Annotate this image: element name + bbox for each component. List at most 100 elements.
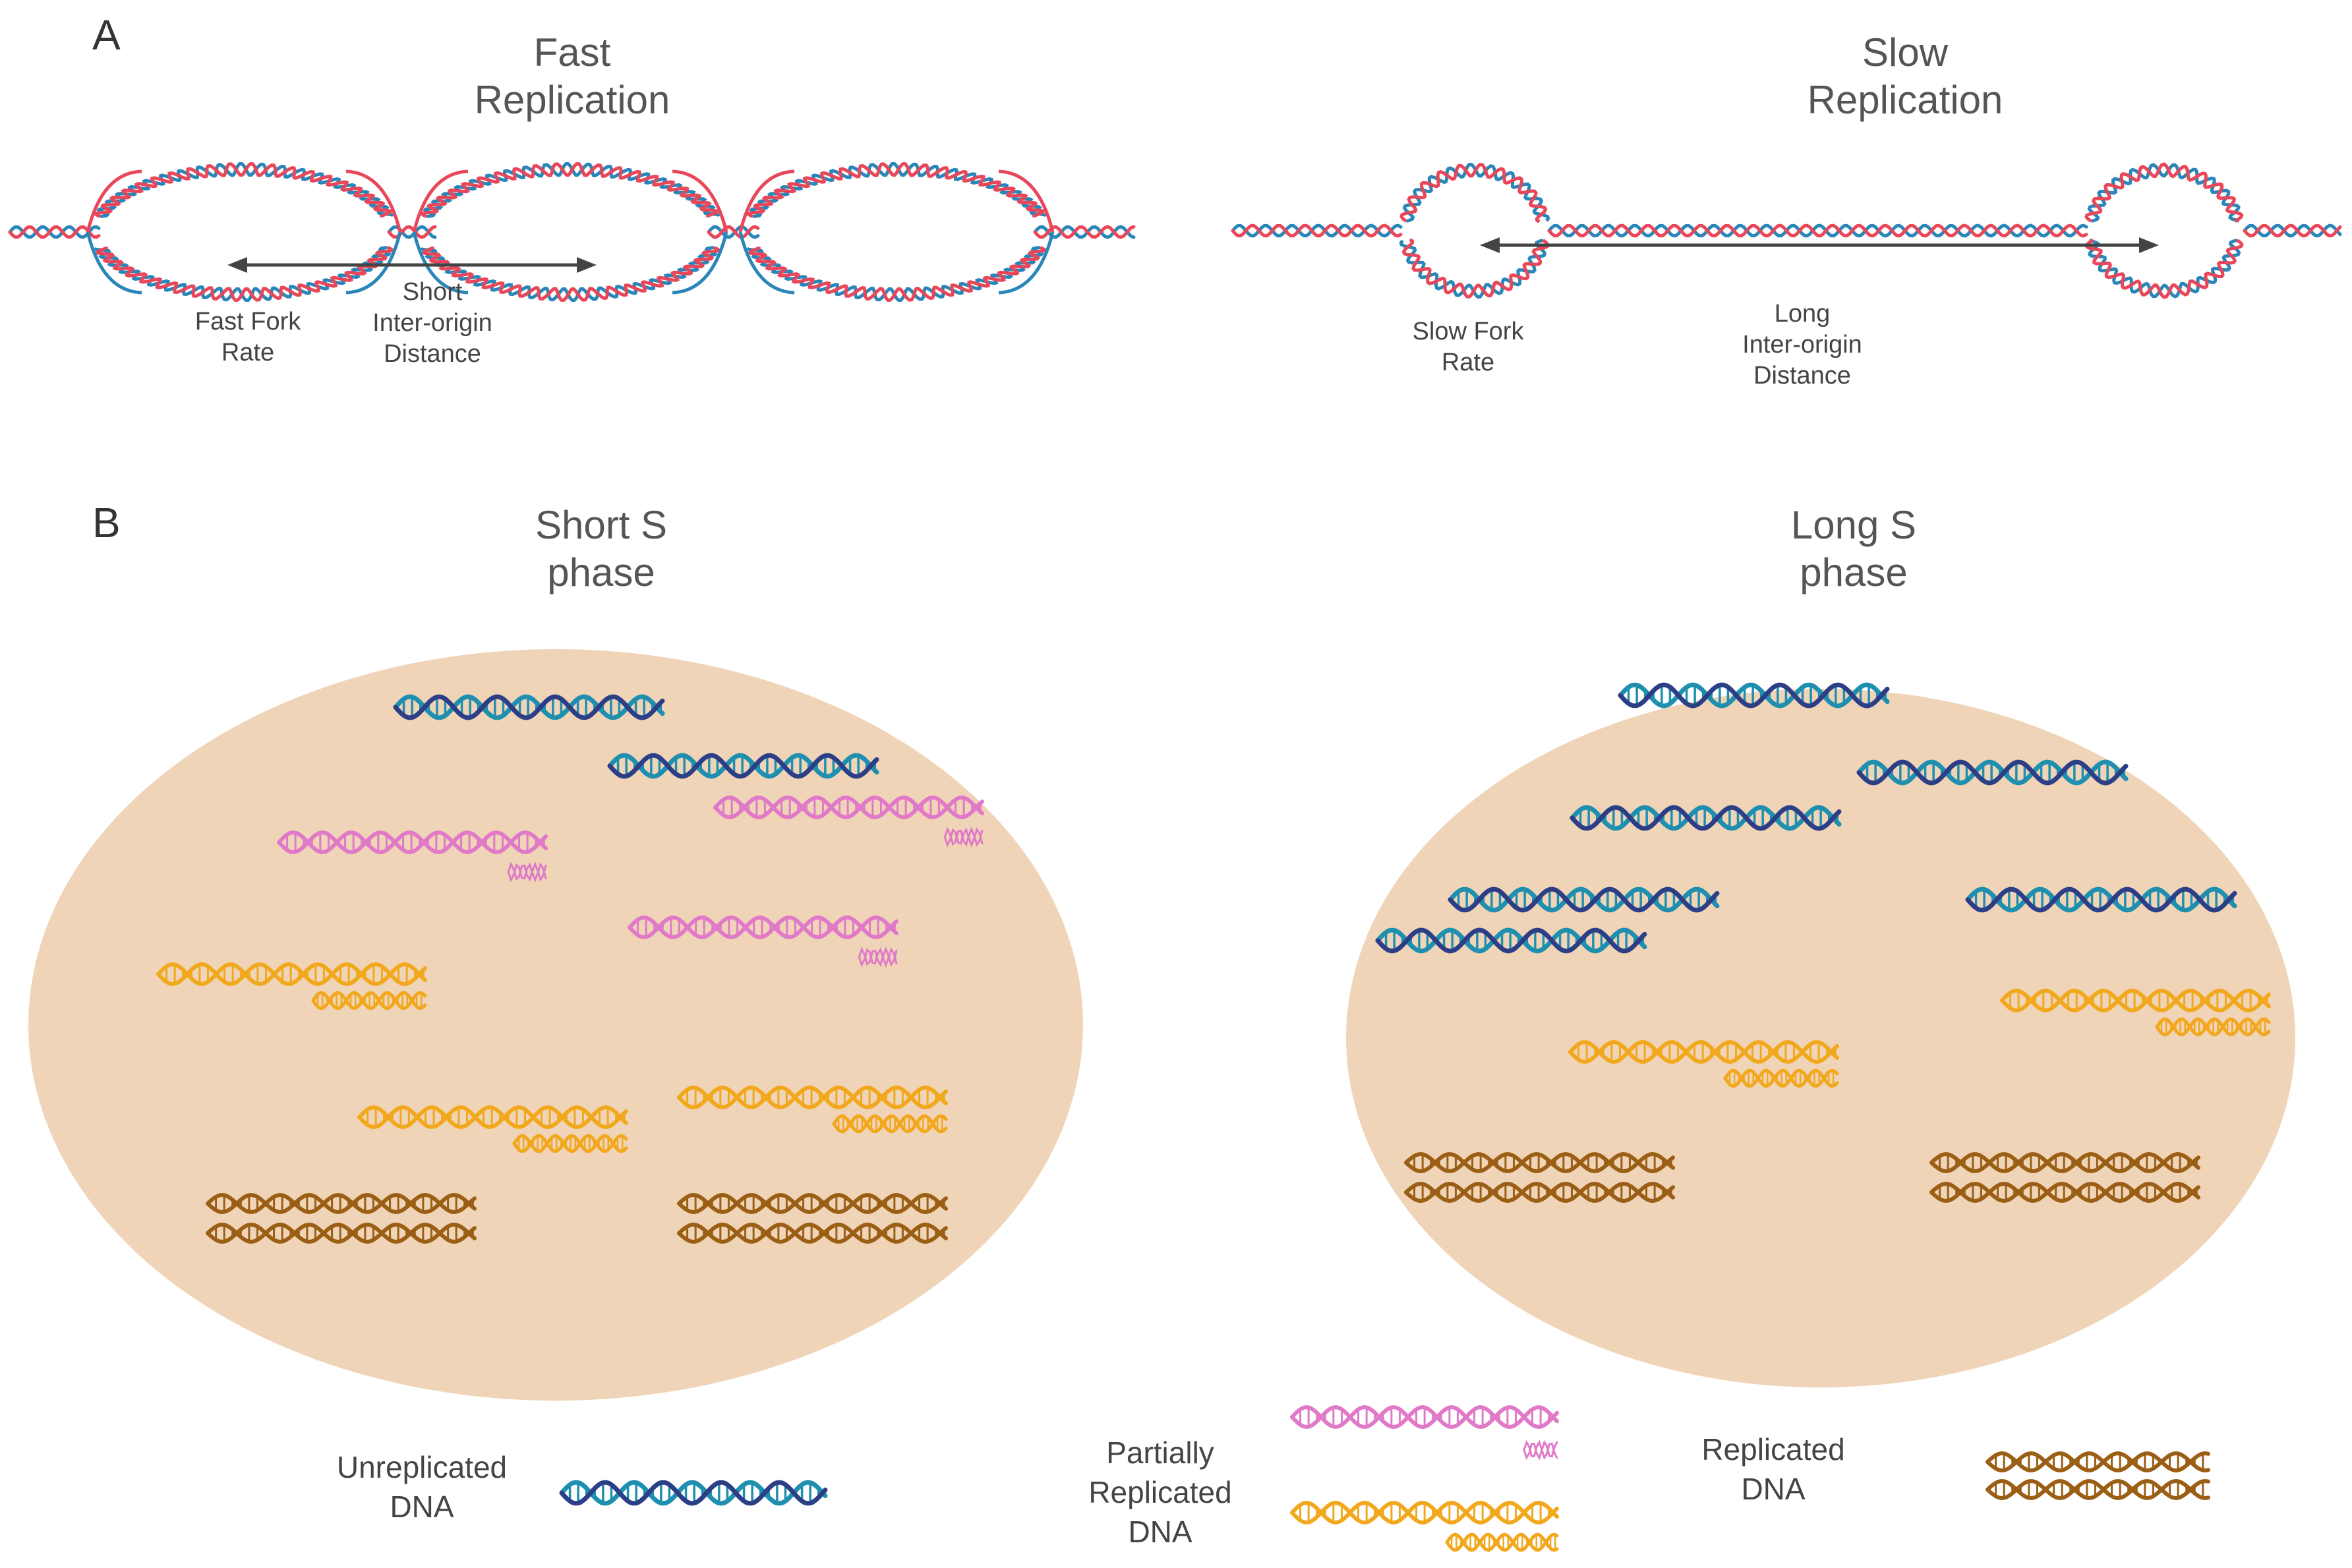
slow-unreplicated-segment [2243,223,2342,238]
partially-replicated-dna-orange-branch [1723,1068,1839,1088]
legend-partial-label-line3: DNA [1128,1515,1192,1549]
fast-unreplicated-segment [1033,225,1136,239]
fast-fork-rate-label-line1: Fast Fork [195,308,301,335]
partially-replicated-dna-pink [628,915,898,968]
replicated-copy-1 [677,1192,948,1215]
fast-junction-segment [707,225,760,239]
replicated-copy-2 [1929,1181,2200,1204]
short-s-phase-nucleus [28,649,1083,1401]
fast-fork-strand [998,231,1055,295]
fast-bubble-bottom [746,246,1047,303]
slow-bubble-bottom [2084,238,2244,299]
slow-unreplicated-segment [1547,223,2088,238]
legend-dna-samples [559,1405,2210,1552]
panel-b-letter: B [92,499,121,546]
partial-pink-branch [943,826,984,848]
unreplicated-dna [1570,805,1842,831]
fast-unreplicated-segment [8,225,101,239]
fast-fork-strand [672,231,728,295]
slow-fork-rate-label-line1: Slow Fork [1413,318,1525,345]
slow-bubble-bottom [1399,238,1550,299]
partially-replicated-dna-orange-branch [512,1134,628,1153]
partially-replicated-dna-orange [2000,988,2271,1037]
fast-fork-rate-label-line2: Rate [221,339,274,366]
legend-unreplicated-label-line2: DNA [390,1490,454,1524]
fast-fork-strand [412,169,469,233]
partial-pink-main [713,795,984,820]
partial-pink-branch [507,861,547,883]
replicated-dna [1929,1151,2200,1204]
replicated-copy-1 [206,1192,477,1215]
unreplicated-dna [393,694,665,720]
short-distance-label-line3: Distance [384,340,481,368]
slow-bubble-top [1399,162,1550,223]
long-distance-label-line2: Inter-origin [1742,331,1862,359]
unreplicated-dna [1856,759,2129,786]
partially-replicated-dna-orange-branch [832,1114,948,1134]
fast-bubble-bottom [93,246,395,303]
fast-replication-title-line2: Replication [475,78,670,122]
partially-replicated-dna-orange-main [1568,1039,1839,1064]
long-s-phase-title-line1: Long S [1791,503,1916,547]
legend-unreplicated-dna [559,1480,828,1506]
nucleus-dna-molecules [156,682,2271,1244]
fast-junction-segment [387,225,437,239]
legend-partial-label-line1: Partially [1106,1436,1214,1470]
fast-bubble-top [419,161,721,218]
unreplicated-dna [1618,682,1890,709]
partial-pink-main [277,830,548,855]
long-s-phase-nucleus [1346,689,2295,1387]
replicated-copy-2 [677,1222,948,1244]
legend-replicated-label-line1: Replicated [1701,1432,1844,1466]
partial-pink-main [628,915,898,940]
fast-replication-title-line1: Fast [534,30,611,74]
fast-bubble-top [746,161,1047,218]
replicated-dna [206,1192,477,1244]
partially-replicated-dna-orange-main [2000,988,2271,1013]
replicated-copy-1 [1929,1151,2200,1174]
short-s-phase-title-line2: phase [547,550,655,595]
unreplicated-dna [1375,927,1647,954]
legend-unreplicated-label-line1: Unreplicated [337,1450,507,1484]
short-distance-label-line1: Short [403,278,463,306]
panel-a-letter: A [92,11,121,59]
fast-bubble-top [93,161,395,218]
slow-replication-title-line1: Slow [1862,30,1949,74]
legend-partial-orange-branch [1445,1532,1559,1552]
long-s-phase-title-line2: phase [1800,550,1907,595]
slow-replication-dna [1231,162,2342,299]
legend-partial-dna-pink [1290,1405,1559,1461]
partially-replicated-dna-orange-branch [311,991,427,1010]
fast-fork-strand [86,169,142,233]
legend-partial-label-line2: Replicated [1088,1475,1231,1509]
legend-partial-pink-main [1290,1405,1559,1430]
unreplicated-dna [1965,886,2237,913]
partially-replicated-dna-pink [713,795,984,848]
slow-unreplicated-segment [1231,223,1403,238]
partially-replicated-dna-orange-branch [2155,1017,2271,1037]
unreplicated-dna [1448,886,1720,913]
fast-fork-strand [412,231,469,295]
legend-replicated-label-line2: DNA [1741,1472,1805,1506]
replicated-dna [1404,1151,1675,1204]
fast-fork-strand [345,231,402,295]
partially-replicated-dna-orange-main [357,1105,628,1130]
slow-bubble-top [2084,162,2244,223]
partially-replicated-dna-orange [357,1105,628,1153]
partially-replicated-dna-pink [277,830,548,883]
legend-partial-orange-main [1290,1500,1559,1525]
legend-replicated-copy-1 [1985,1451,2210,1473]
unreplicated-dna [607,753,879,779]
slow-distance-arrow [1480,237,2159,253]
partially-replicated-dna-orange [156,962,427,1010]
legend-partial-pink-branch [1523,1439,1558,1461]
partial-pink-branch [858,946,898,968]
partially-replicated-dna-orange [1568,1039,1839,1088]
fast-fork-strand [738,231,795,295]
long-distance-label-line1: Long [1775,300,1831,328]
fast-bubble-bottom [419,246,721,303]
replicated-copy-2 [1404,1181,1675,1204]
slow-replication-title-line2: Replication [1808,78,2003,122]
fast-fork-strand [86,231,142,295]
